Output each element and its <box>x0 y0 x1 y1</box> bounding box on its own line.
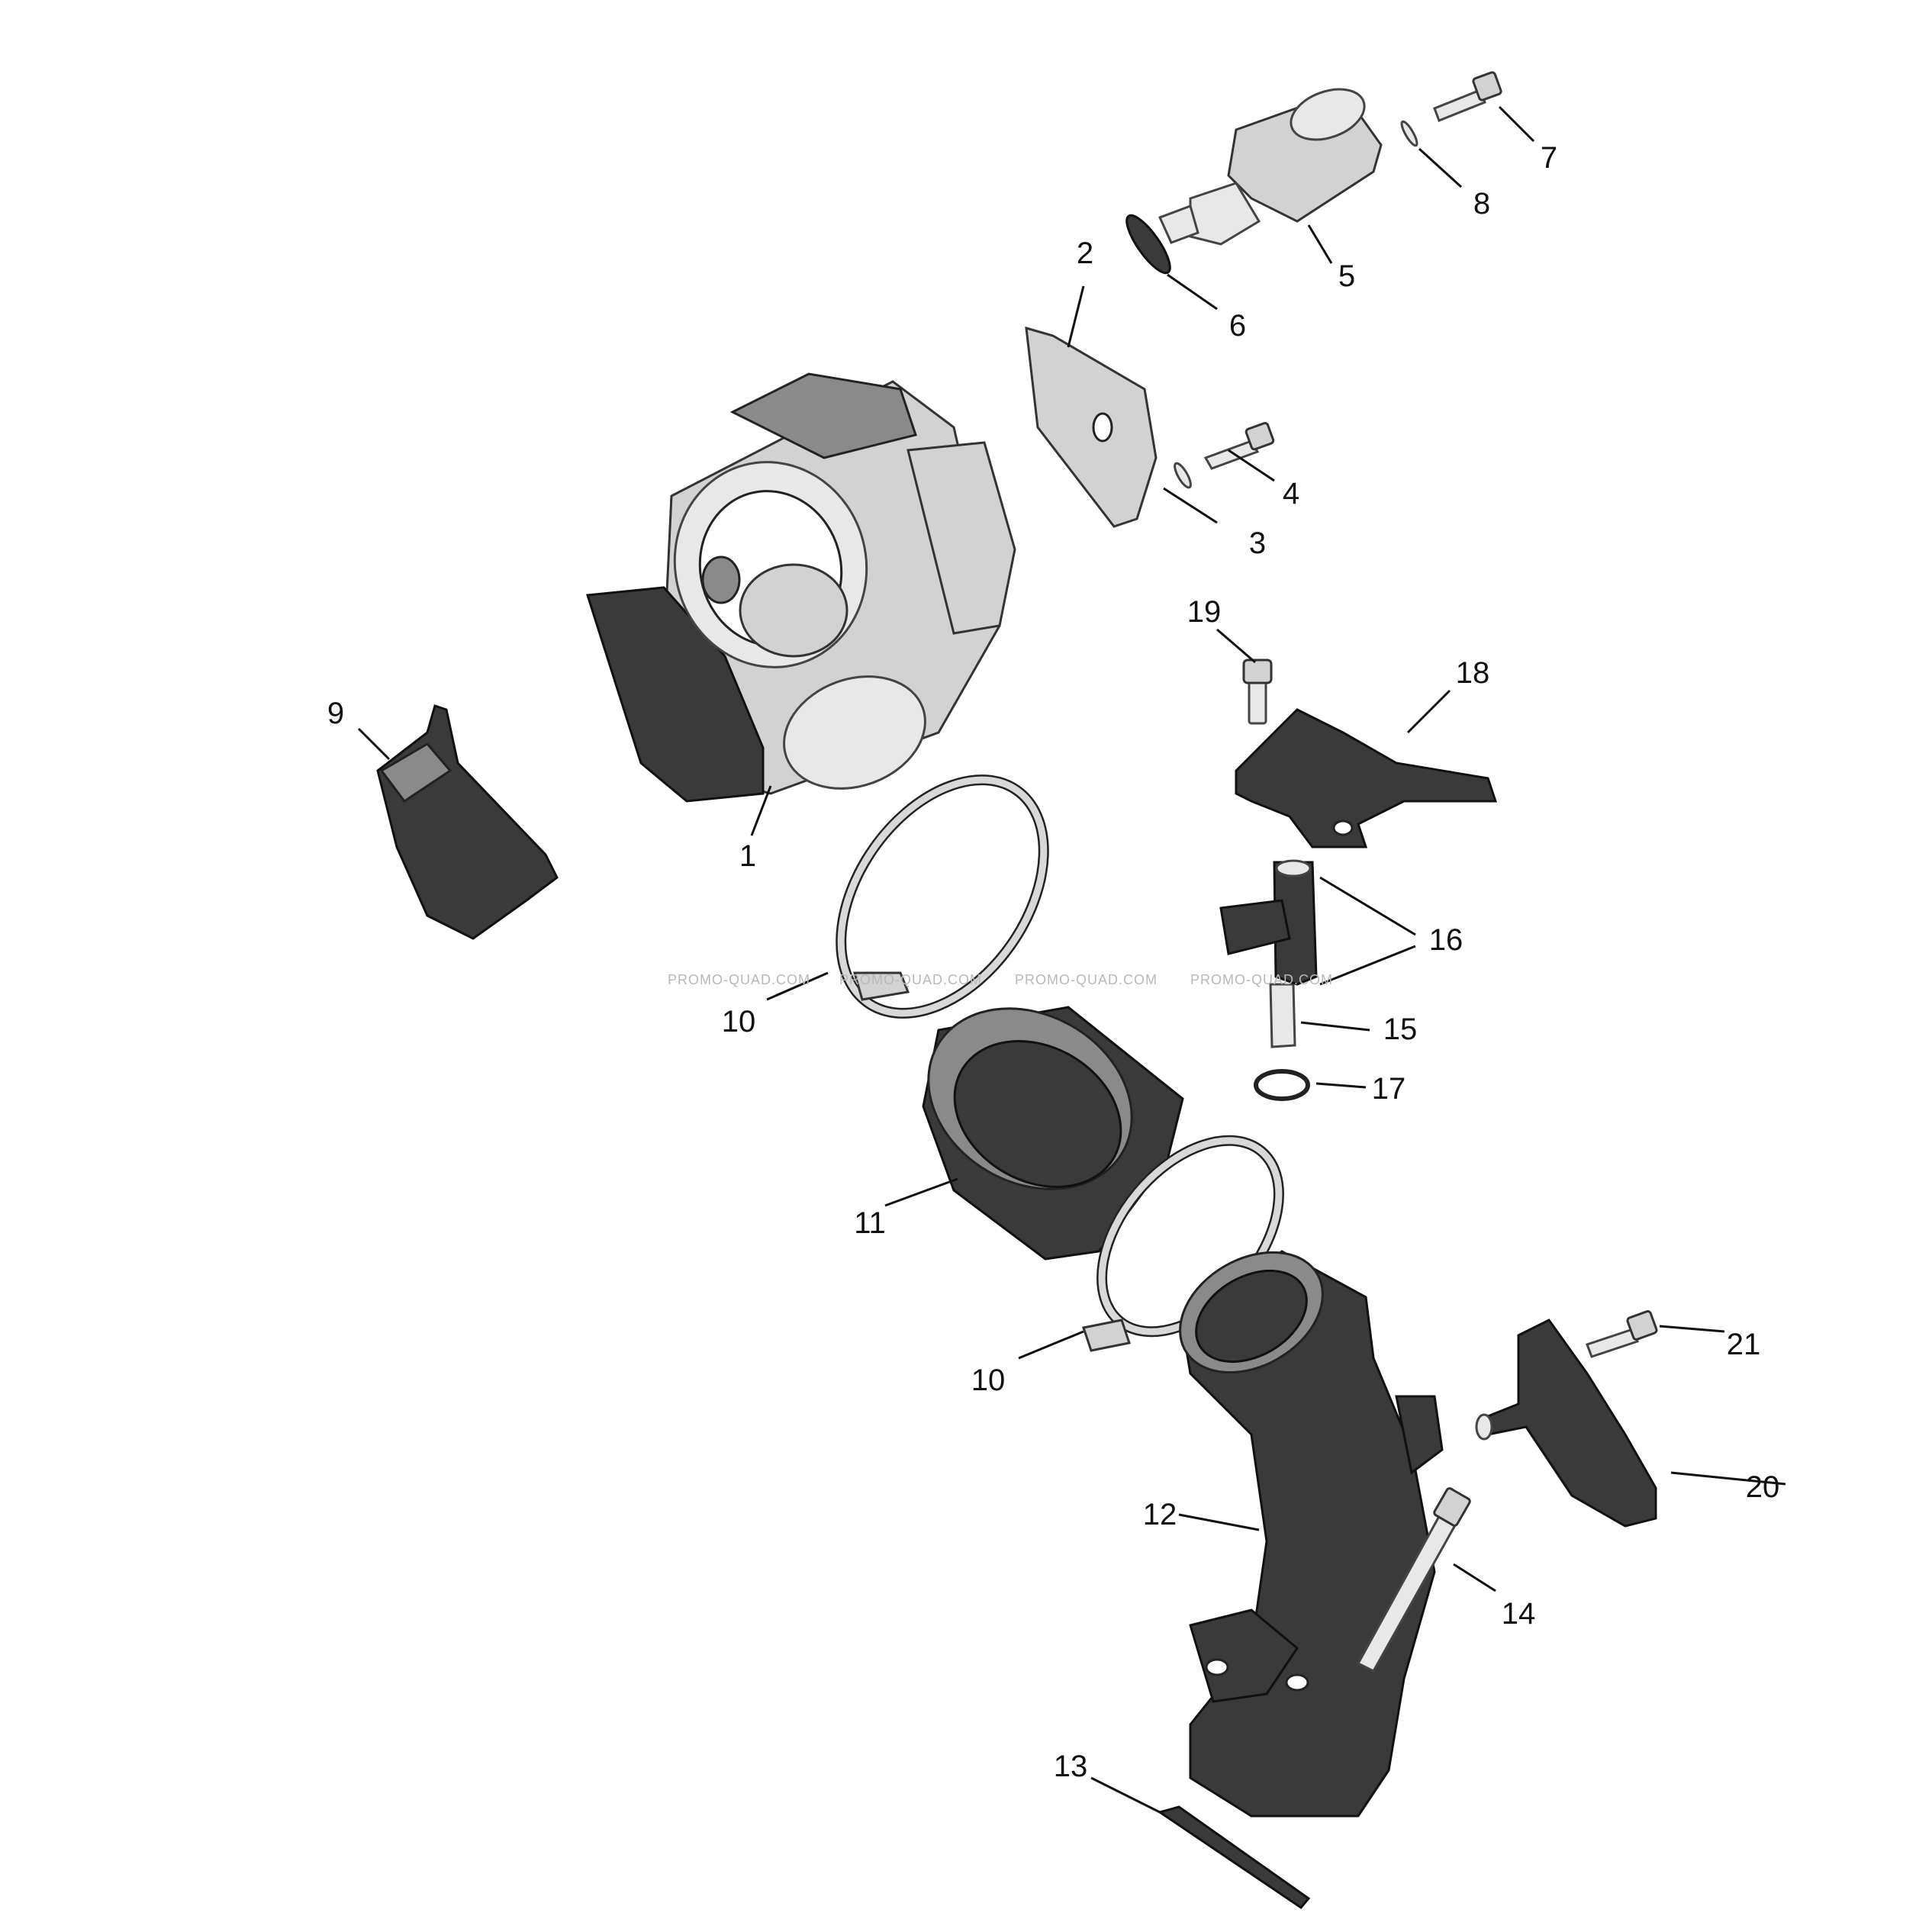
callout-9: 9 <box>327 697 344 730</box>
leader-12 <box>1178 1513 1260 1531</box>
callout-17: 17 <box>1372 1072 1406 1106</box>
part-12-intake-manifold <box>1179 1250 1444 1818</box>
callout-1: 1 <box>739 839 756 873</box>
leader-16-upper <box>1319 876 1416 936</box>
leader-8 <box>1418 147 1463 188</box>
part-21-screw <box>1586 1310 1658 1358</box>
callout-18: 18 <box>1456 656 1490 690</box>
leader-16-lower <box>1319 945 1416 986</box>
part-20-map-sensor <box>1475 1319 1657 1528</box>
leader-17 <box>1315 1082 1367 1089</box>
callout-16: 16 <box>1429 923 1463 957</box>
part-8-washer <box>1400 120 1418 147</box>
part-16-fuel-injector <box>1219 859 1318 986</box>
callout-19: 19 <box>1187 595 1222 629</box>
leader-18 <box>1406 689 1451 734</box>
part-14-bolt <box>1356 1487 1471 1673</box>
callout-2: 2 <box>1077 237 1093 270</box>
part-3-washer <box>1174 462 1192 489</box>
callout-10a: 10 <box>722 1005 756 1038</box>
callout-8: 8 <box>1473 187 1490 221</box>
part-11-adaptor <box>922 1006 1184 1261</box>
part-5-idle-valve <box>1158 88 1383 246</box>
watermark-3: PROMO-QUAD.COM <box>1015 972 1158 987</box>
leader-15 <box>1300 1021 1370 1032</box>
leader-14 <box>1453 1563 1496 1592</box>
callout-6: 6 <box>1229 309 1246 343</box>
part-1-throttle-body <box>586 372 1016 803</box>
leader-lines <box>357 105 1786 1814</box>
callout-3: 3 <box>1249 526 1266 560</box>
leader-1 <box>750 785 772 836</box>
watermarks: PROMO-QUAD.COM PROMO-QUAD.COM PROMO-QUAD… <box>668 972 1333 987</box>
leader-9 <box>357 727 391 761</box>
watermark-1: PROMO-QUAD.COM <box>668 972 810 987</box>
callout-12: 12 <box>1143 1498 1177 1531</box>
part-9-bracket <box>376 704 559 940</box>
callout-5: 5 <box>1338 259 1355 293</box>
callout-20: 20 <box>1746 1470 1780 1504</box>
callout-21: 21 <box>1727 1328 1761 1361</box>
part-19-screw <box>1242 658 1273 725</box>
callout-13: 13 <box>1054 1750 1088 1783</box>
callout-7: 7 <box>1541 141 1557 175</box>
leader-2 <box>1067 285 1085 348</box>
leader-20 <box>1670 1471 1786 1486</box>
leader-7 <box>1498 105 1535 143</box>
part-13-gasket <box>1157 1805 1311 1910</box>
leader-6 <box>1167 273 1218 311</box>
callout-14: 14 <box>1502 1597 1536 1631</box>
callout-15: 15 <box>1383 1013 1418 1046</box>
leader-11 <box>884 1177 958 1207</box>
part-17-o-ring <box>1254 1069 1310 1101</box>
leader-4 <box>1228 449 1275 482</box>
leader-10b <box>1018 1330 1084 1360</box>
callout-11: 11 <box>854 1206 886 1240</box>
part-10-upper-clamp <box>836 774 1049 1019</box>
leader-13 <box>1090 1776 1161 1814</box>
leader-5 <box>1307 224 1333 264</box>
part-6-o-ring <box>1125 214 1171 275</box>
leader-21 <box>1659 1325 1725 1333</box>
part-18-fuel-connector <box>1235 708 1498 848</box>
part-2-sensor-plate <box>1025 326 1158 528</box>
watermark-4: PROMO-QUAD.COM <box>1190 972 1333 987</box>
leader-3 <box>1163 487 1218 524</box>
leader-10a <box>766 971 829 1001</box>
leader-19 <box>1216 628 1256 664</box>
callout-10b: 10 <box>971 1364 1006 1397</box>
callout-labels: 1 2 3 4 5 6 7 8 9 10 10 11 12 13 14 15 1… <box>327 141 1779 1783</box>
part-4-screw <box>1203 421 1275 470</box>
watermark-2: PROMO-QUAD.COM <box>839 972 982 987</box>
callout-4: 4 <box>1283 477 1299 510</box>
part-15-sleeve <box>1269 983 1296 1048</box>
part-7-screw <box>1433 71 1502 122</box>
